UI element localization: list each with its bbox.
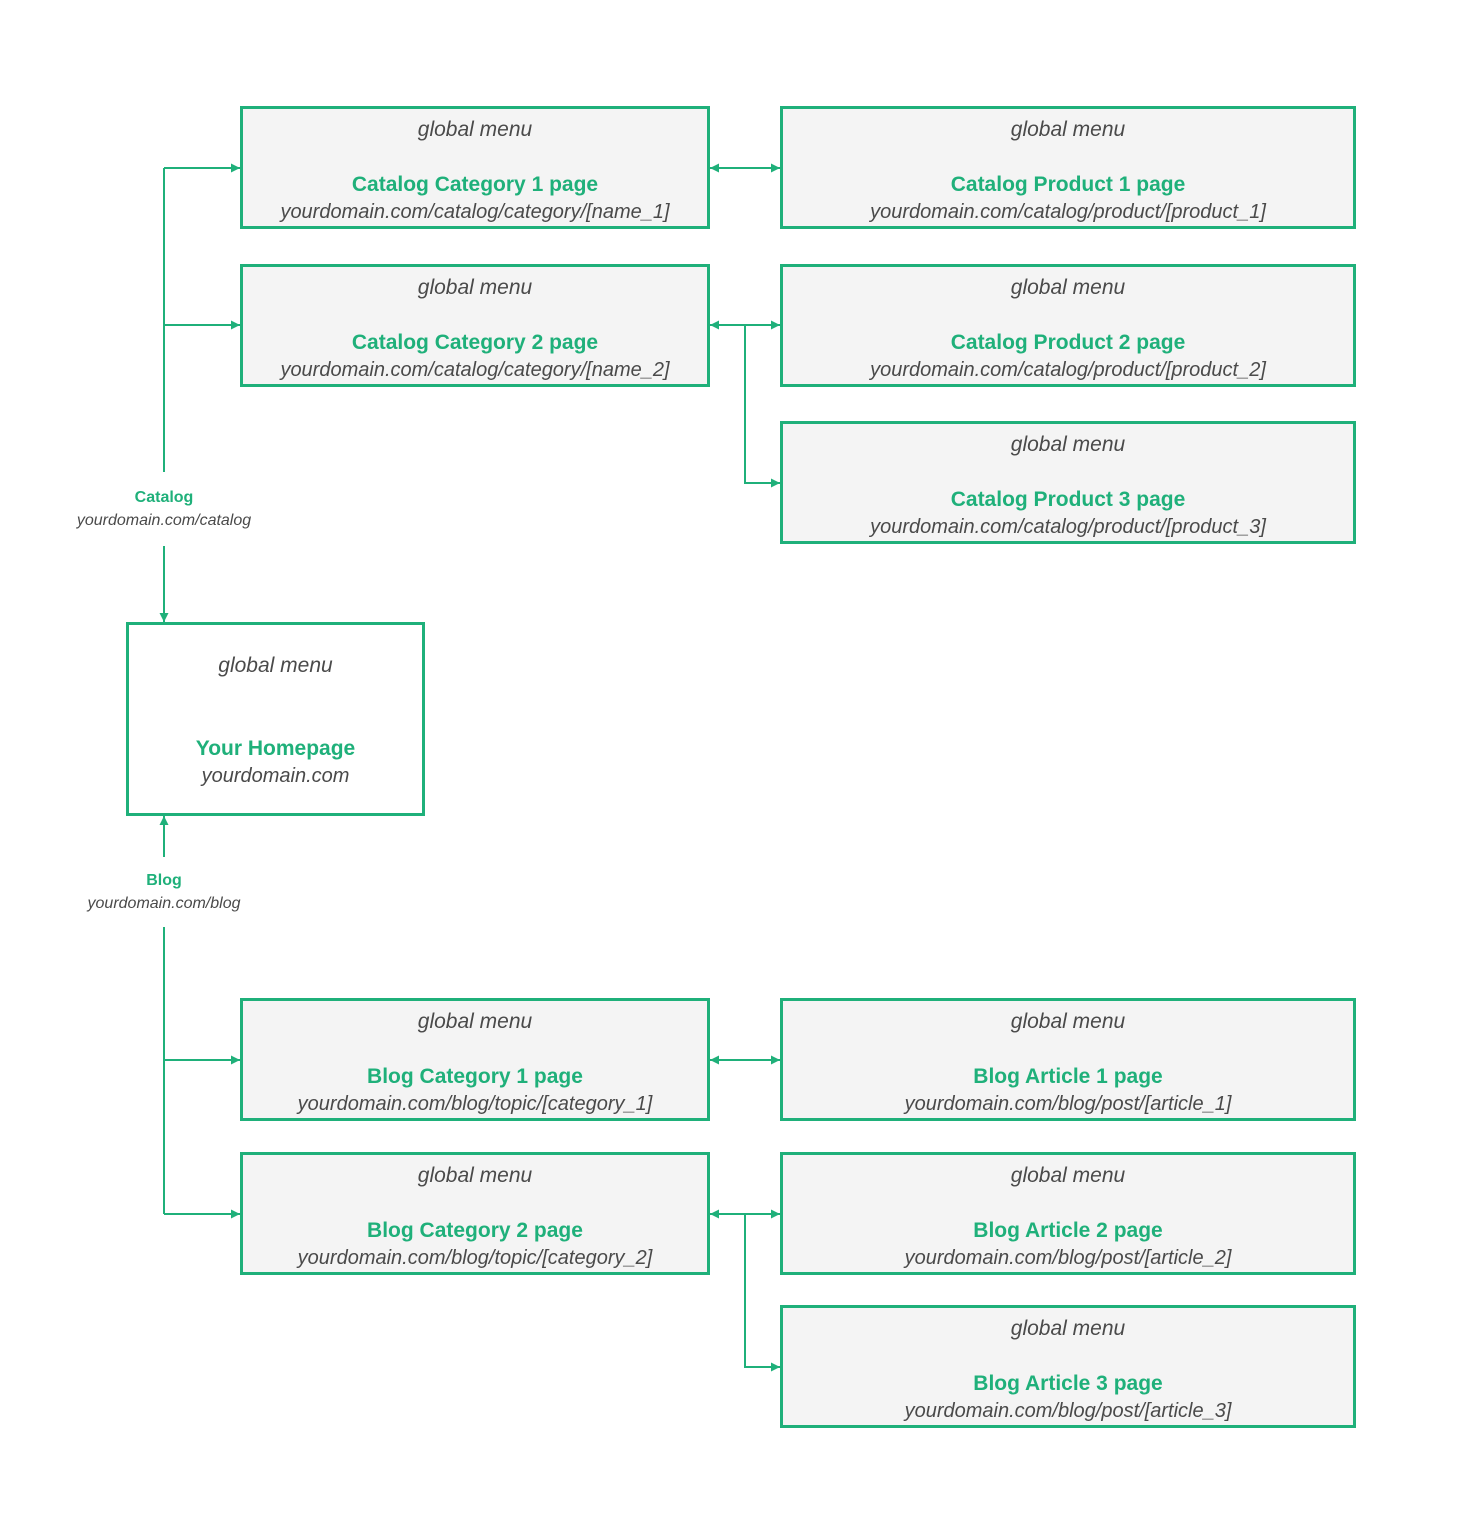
homepage-url: yourdomain.com [201,765,350,787]
catalog-product-2-node: global menu Catalog Product 2 page yourd… [780,264,1356,387]
global-menu-label: global menu [417,1010,533,1033]
node-title: Blog Article 2 page [973,1219,1163,1242]
node-url: yourdomain.com/catalog/product/[product_… [870,516,1266,538]
blog-article-3-node: global menu Blog Article 3 page yourdoma… [780,1305,1356,1428]
catalog-category-2-node: global menu Catalog Category 2 page your… [240,264,710,387]
homepage-title: Your Homepage [195,737,356,760]
blog-category-2-node: global menu Blog Category 2 page yourdom… [240,1152,710,1275]
global-menu-label: global menu [1010,276,1126,299]
global-menu-label: global menu [1010,118,1126,141]
catalog-product-3-node: global menu Catalog Product 3 page yourd… [780,421,1356,544]
node-title: Blog Article 3 page [973,1372,1163,1395]
blog-article-1-node: global menu Blog Article 1 page yourdoma… [780,998,1356,1121]
node-url: yourdomain.com/blog/post/[article_2] [904,1247,1232,1269]
global-menu-label: global menu [1010,1010,1126,1033]
node-title: Catalog Product 3 page [950,488,1186,511]
category-2-product-3-arrow [744,325,780,488]
global-menu-label: global menu [1010,433,1126,456]
catalog-label: Catalog [134,489,194,506]
catalog-product-1-node: global menu Catalog Product 1 page yourd… [780,106,1356,229]
node-url: yourdomain.com/blog/post/[article_3] [904,1400,1232,1422]
catalog-category-1-node: global menu Catalog Category 1 page your… [240,106,710,229]
global-menu-label: global menu [417,276,533,299]
node-title: Blog Category 2 page [367,1219,583,1242]
homepage-node: global menu Your Homepage yourdomain.com [126,622,425,816]
node-url: yourdomain.com/blog/post/[article_1] [904,1093,1232,1115]
node-url: yourdomain.com/catalog/product/[product_… [870,201,1266,223]
global-menu-label: global menu [417,1164,533,1187]
node-title: Catalog Category 2 page [351,331,599,354]
node-title: Catalog Product 2 page [950,331,1186,354]
blog-url: yourdomain.com/blog [87,895,241,912]
node-title: Blog Category 1 page [367,1065,583,1088]
node-url: yourdomain.com/blog/topic/[category_2] [297,1247,653,1269]
catalog-section-label: Catalog yourdomain.com/catalog [44,490,284,529]
blog-article-2-node: global menu Blog Article 2 page yourdoma… [780,1152,1356,1275]
catalog-url: yourdomain.com/catalog [76,512,252,529]
node-url: yourdomain.com/catalog/product/[product_… [870,359,1266,381]
global-menu-label: global menu [1010,1317,1126,1340]
global-menu-label: global menu [417,118,533,141]
global-menu-label: global menu [1010,1164,1126,1187]
node-url: yourdomain.com/catalog/category/[name_2] [280,359,670,381]
blog-label: Blog [146,872,182,889]
node-url: yourdomain.com/catalog/category/[name_1] [280,201,670,223]
node-title: Blog Article 1 page [973,1065,1163,1088]
node-title: Catalog Category 1 page [351,173,599,196]
blog-category-2-article-3-arrow [744,1214,780,1372]
node-url: yourdomain.com/blog/topic/[category_1] [297,1093,653,1115]
blog-category-1-node: global menu Blog Category 1 page yourdom… [240,998,710,1121]
global-menu-label: global menu [218,654,333,677]
blog-section-label: Blog yourdomain.com/blog [44,873,284,912]
node-title: Catalog Product 1 page [950,173,1186,196]
